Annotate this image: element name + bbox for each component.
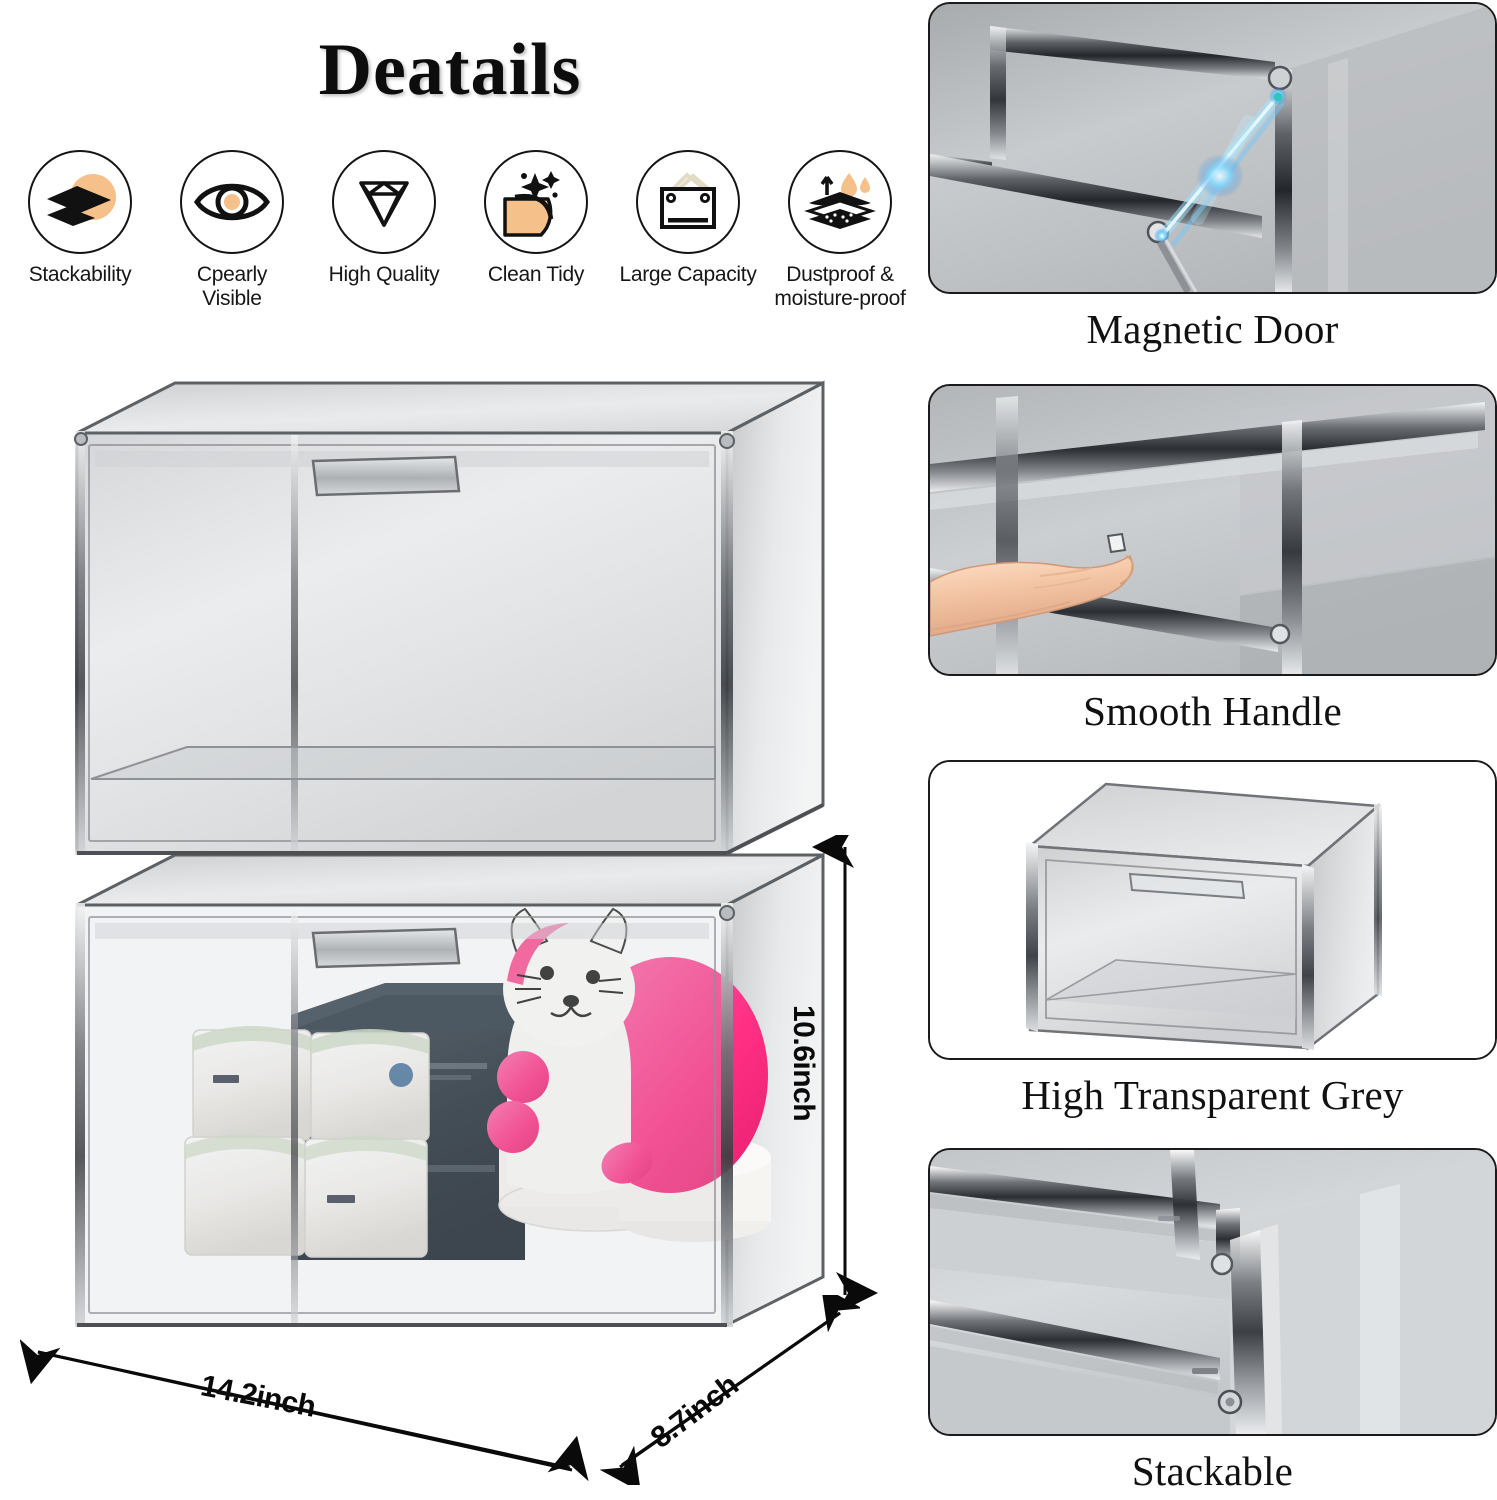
panel-caption: Stackable: [1131, 1448, 1294, 1494]
panel-caption: High Transparent Grey: [1021, 1072, 1404, 1118]
plush-toy: [487, 907, 768, 1194]
feature-label-line2: moisture-proof: [774, 286, 906, 310]
feature-label: Stackability: [28, 263, 132, 286]
dimension-height-label: 10.6inch: [787, 1005, 820, 1122]
dimension-height-arrow: [812, 835, 878, 1305]
feature-item-dustproof: Dustproof & moisture-proof: [764, 150, 916, 310]
feature-item-clean-tidy: Clean Tidy: [460, 150, 612, 287]
finger: [930, 554, 1134, 637]
feature-label-line2: Visible: [202, 286, 262, 310]
dimension-depth-arrow: [600, 1295, 860, 1485]
water-repellent-layers-icon: [788, 150, 892, 254]
feature-item-large-capacity: Large Capacity: [612, 150, 764, 287]
feature-label-line1: Cpearly: [196, 263, 268, 286]
panel-stackable: Stackable: [928, 1148, 1497, 1493]
feature-label: High Quality: [328, 263, 440, 286]
layers-icon: [28, 150, 132, 254]
feature-label: Clean Tidy: [487, 263, 585, 286]
feature-strip: Stackability Cpearly Visible: [4, 150, 916, 310]
stacked-boxes-illustration: [74, 380, 825, 1328]
storage-bin-icon: [636, 150, 740, 254]
single-grey-box-photo: [928, 760, 1497, 1060]
panel-high-transparent-grey: High Transparent Grey: [928, 760, 1497, 1117]
left-column: Deatails Stackability: [4, 29, 916, 1485]
panel-caption: Magnetic Door: [1086, 306, 1339, 352]
page-title: Deatails: [318, 29, 582, 111]
diamond-icon: [332, 150, 436, 254]
panel-caption: Smooth Handle: [1083, 688, 1342, 734]
feature-label: Dustproof & moisture-proof: [774, 263, 905, 310]
eye-icon: [180, 150, 284, 254]
feature-item-high-quality: High Quality: [308, 150, 460, 287]
hero-product-photo: [55, 375, 845, 1335]
right-column-panels: Magnetic Door: [928, 0, 1497, 1500]
dimension-width-arrow: [20, 1338, 589, 1482]
box-contents: [184, 907, 771, 1260]
feature-label-line1: Dustproof &: [786, 263, 894, 286]
magnetic-door-photo: [928, 2, 1497, 294]
panel-smooth-handle: Smooth Handle: [928, 384, 1497, 733]
stackable-corner-photo: [928, 1148, 1497, 1436]
feature-item-clearly-visible: Cpearly Visible: [156, 150, 308, 310]
wipe-sparkle-icon: [484, 150, 588, 254]
smooth-handle-photo: [928, 384, 1497, 676]
panel-magnetic-door: Magnetic Door: [928, 2, 1497, 351]
feature-label: Large Capacity: [619, 263, 757, 286]
feature-item-stackability: Stackability: [4, 150, 156, 287]
feature-label: Cpearly Visible: [196, 263, 268, 310]
